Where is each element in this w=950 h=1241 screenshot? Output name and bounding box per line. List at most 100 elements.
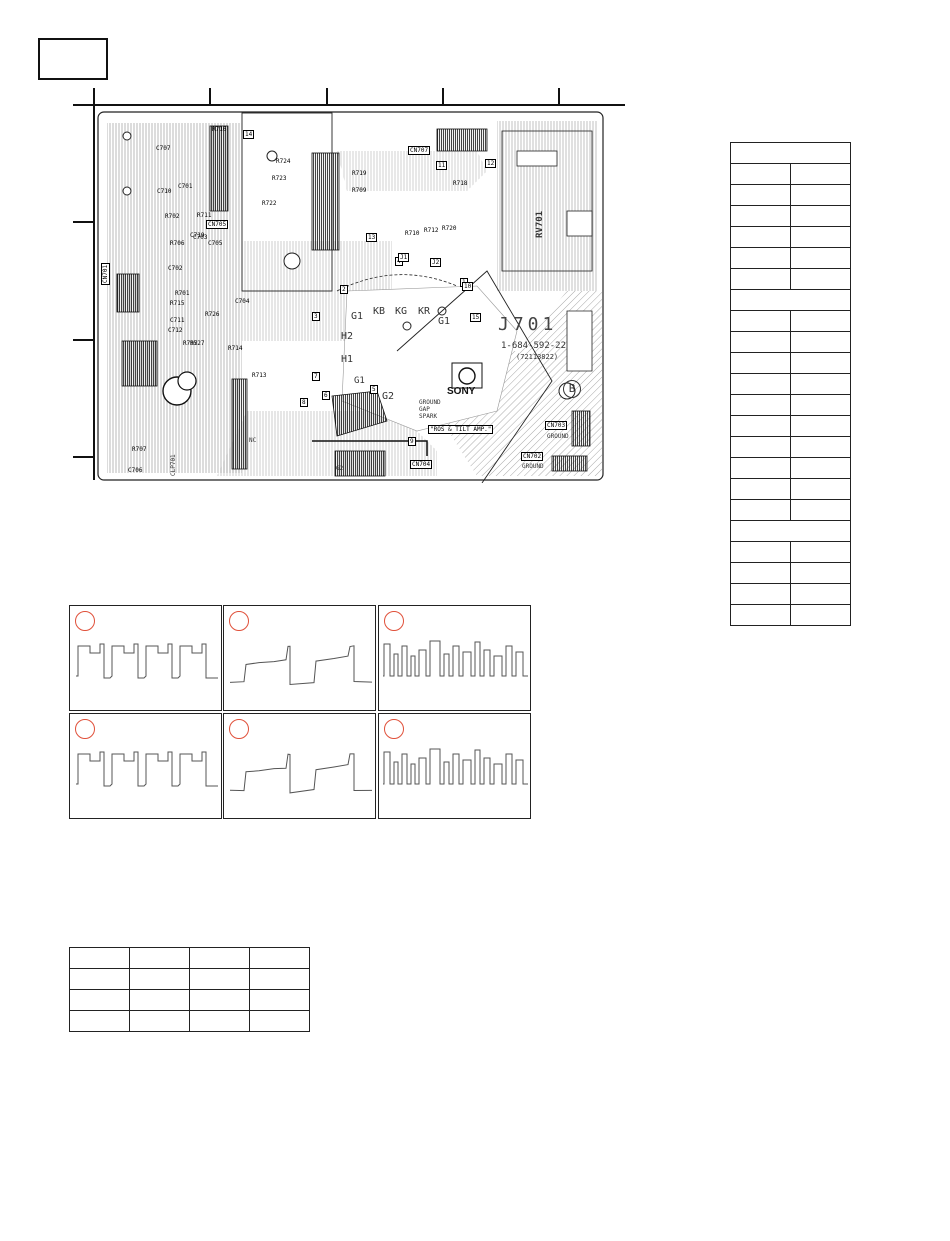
test-point-number: 12 [485, 159, 496, 168]
component-label: R723 [272, 175, 286, 182]
connector-cn704: CN704 [410, 460, 432, 469]
ground-spark-3: SPARK [419, 413, 437, 420]
component-label: R724 [276, 158, 290, 165]
waveform-panel-3 [378, 605, 531, 711]
right-table-cell [791, 605, 851, 626]
waveform-panel-1 [69, 605, 222, 711]
bottom-table-cell [130, 948, 190, 969]
pad-g1-b: G1 [438, 316, 450, 327]
pad-j1: J1 [398, 253, 409, 262]
test-point-number: 6 [322, 391, 330, 400]
connector-cn701: CN701 [101, 263, 110, 285]
component-label: C712 [168, 327, 182, 334]
right-table-row [731, 311, 851, 332]
right-table-cell [731, 458, 791, 479]
component-label: R705 [183, 340, 197, 347]
pad-h1: H1 [341, 354, 353, 365]
bottom-table-row [70, 990, 310, 1011]
bottom-table-cell [190, 990, 250, 1011]
board-letter: B [563, 380, 581, 398]
component-label: R709 [352, 187, 366, 194]
component-label: R707 [132, 446, 146, 453]
waveform-panel-2 [223, 605, 376, 711]
right-table-row [731, 563, 851, 584]
ground-spark-1: GROUND [419, 399, 441, 406]
pad-kg: KG [395, 306, 407, 317]
component-label: C704 [235, 298, 249, 305]
component-label: R716 [212, 126, 226, 133]
waveform-line [76, 752, 218, 786]
component-label: C711 [170, 317, 184, 324]
component-label: R706 [170, 240, 184, 247]
right-table-cell [791, 458, 851, 479]
waveform-line [230, 646, 372, 685]
test-point-number: 8 [300, 398, 308, 407]
waveform-trace [379, 714, 532, 820]
right-table-cell [731, 248, 791, 269]
right-table-cell [731, 164, 791, 185]
test-point-number: 5 [370, 385, 378, 394]
right-table-cell [731, 395, 791, 416]
bottom-table-cell [250, 969, 310, 990]
waveform-line [383, 749, 528, 784]
right-table-cell [731, 605, 791, 626]
component-label: R718 [453, 180, 467, 187]
waveform-trace [224, 606, 377, 712]
right-table-cell [731, 584, 791, 605]
waveform-trace [70, 606, 223, 712]
connector-cn703: CN703 [545, 421, 567, 430]
component-label: R710 [405, 230, 419, 237]
bottom-table [69, 947, 310, 1032]
test-point-number: 9 [408, 437, 416, 446]
right-table-row [731, 521, 851, 542]
component-label: R719 [352, 170, 366, 177]
component-label: R715 [170, 300, 184, 307]
right-table-row [731, 164, 851, 185]
bottom-table-cell [130, 990, 190, 1011]
right-table-row [731, 479, 851, 500]
component-label: C703 [193, 234, 207, 241]
right-table-cell [731, 206, 791, 227]
right-table-cell [731, 269, 791, 290]
right-table-cell [791, 563, 851, 584]
component-label: R711 [197, 212, 211, 219]
right-table-cell [731, 542, 791, 563]
pcb-drawing [97, 111, 607, 483]
test-point-number: 13 [366, 233, 377, 242]
component-label: C710 [157, 188, 171, 195]
right-table-cell [731, 374, 791, 395]
right-table-cell [731, 563, 791, 584]
right-table-row [731, 353, 851, 374]
bottom-table-cell [130, 969, 190, 990]
pad-h2: H2 [341, 331, 353, 342]
right-table-row [731, 542, 851, 563]
bottom-table-row [70, 969, 310, 990]
bottom-table-cell [190, 948, 250, 969]
right-table-row [731, 185, 851, 206]
component-label: C702 [168, 265, 182, 272]
right-table-row [731, 269, 851, 290]
bottom-table-row [70, 1011, 310, 1032]
component-label: C706 [128, 467, 142, 474]
waveform-line [76, 644, 218, 678]
right-table-cell [731, 416, 791, 437]
bottom-table-cell [190, 1011, 250, 1032]
right-table-cell [791, 353, 851, 374]
pad-g2-a: G2 [382, 391, 394, 402]
bottom-table-cell [250, 1011, 310, 1032]
right-table-cell [731, 500, 791, 521]
right-table-row [731, 227, 851, 248]
right-table-row [731, 374, 851, 395]
bottom-table-cell [250, 948, 310, 969]
right-table-row [731, 437, 851, 458]
connector-cn707: CN707 [408, 146, 430, 155]
test-point-number: 7 [312, 372, 320, 381]
test-point-number: 15 [470, 313, 481, 322]
right-table-row [731, 332, 851, 353]
serial-number: (72113822) [516, 353, 558, 361]
waveform-panel-6 [378, 713, 531, 819]
bottom-table-cell [190, 969, 250, 990]
component-label: C707 [156, 145, 170, 152]
test-point-number: 10 [462, 282, 473, 291]
right-table-cell [731, 479, 791, 500]
